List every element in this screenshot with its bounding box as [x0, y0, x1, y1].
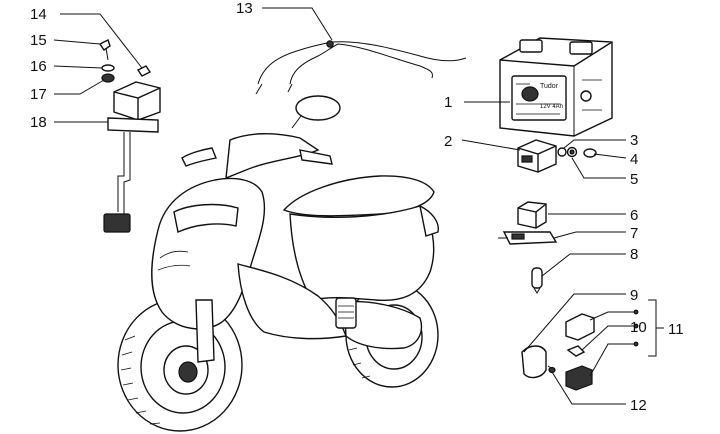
callout-17: 17 [30, 86, 47, 103]
battery-brand-text: Tudor [540, 83, 559, 90]
part-2-relay [517, 139, 557, 173]
part-1-battery: Tudor 12V 4Ah [499, 37, 613, 137]
part-7-bracket [498, 231, 558, 245]
part-12-screw-and-plate [521, 345, 556, 379]
callout-10: 10 [630, 319, 647, 336]
part-8-bulb [531, 267, 543, 294]
callout-4: 4 [630, 151, 638, 168]
part-16-washer [101, 64, 115, 72]
leader-lines [53, 7, 664, 405]
callout-12: 12 [630, 397, 647, 414]
callout-15: 15 [30, 32, 47, 49]
handlebar-column [225, 133, 320, 180]
scooter-drawing [117, 95, 439, 432]
mirror [291, 95, 341, 129]
part-14-clip [136, 65, 152, 77]
callout-14: 14 [30, 6, 47, 23]
part-3-5-fasteners [557, 146, 597, 158]
callout-18: 18 [30, 114, 47, 131]
callout-6: 6 [630, 207, 638, 224]
callout-1: 1 [444, 94, 452, 111]
callout-9: 9 [630, 287, 638, 304]
battery-spec-text: 12V 4Ah [540, 104, 563, 110]
callout-16: 16 [30, 58, 47, 75]
rear-body [289, 205, 435, 302]
callout-2: 2 [444, 133, 452, 150]
callout-13: 13 [236, 0, 253, 17]
part-18-voltage-regulator [103, 81, 161, 233]
part-13-wiring-cables [255, 40, 467, 95]
engine [343, 300, 423, 350]
part-9-indicator-lens [565, 313, 595, 341]
part-10-bulb-holder [566, 345, 586, 357]
callout-numbers: 1 2 3 4 5 6 7 8 9 10 11 12 13 14 15 16 1… [30, 0, 684, 414]
callout-11: 11 [668, 321, 684, 338]
callout-3: 3 [630, 132, 638, 149]
part-17-nut [101, 73, 115, 83]
part-11-indicator-housing [565, 365, 593, 391]
callout-5: 5 [630, 171, 638, 188]
part-6-flasher [517, 201, 547, 229]
part-15-screw [98, 39, 111, 61]
seat [282, 175, 435, 217]
callout-7: 7 [630, 225, 638, 242]
callout-8: 8 [630, 246, 638, 263]
